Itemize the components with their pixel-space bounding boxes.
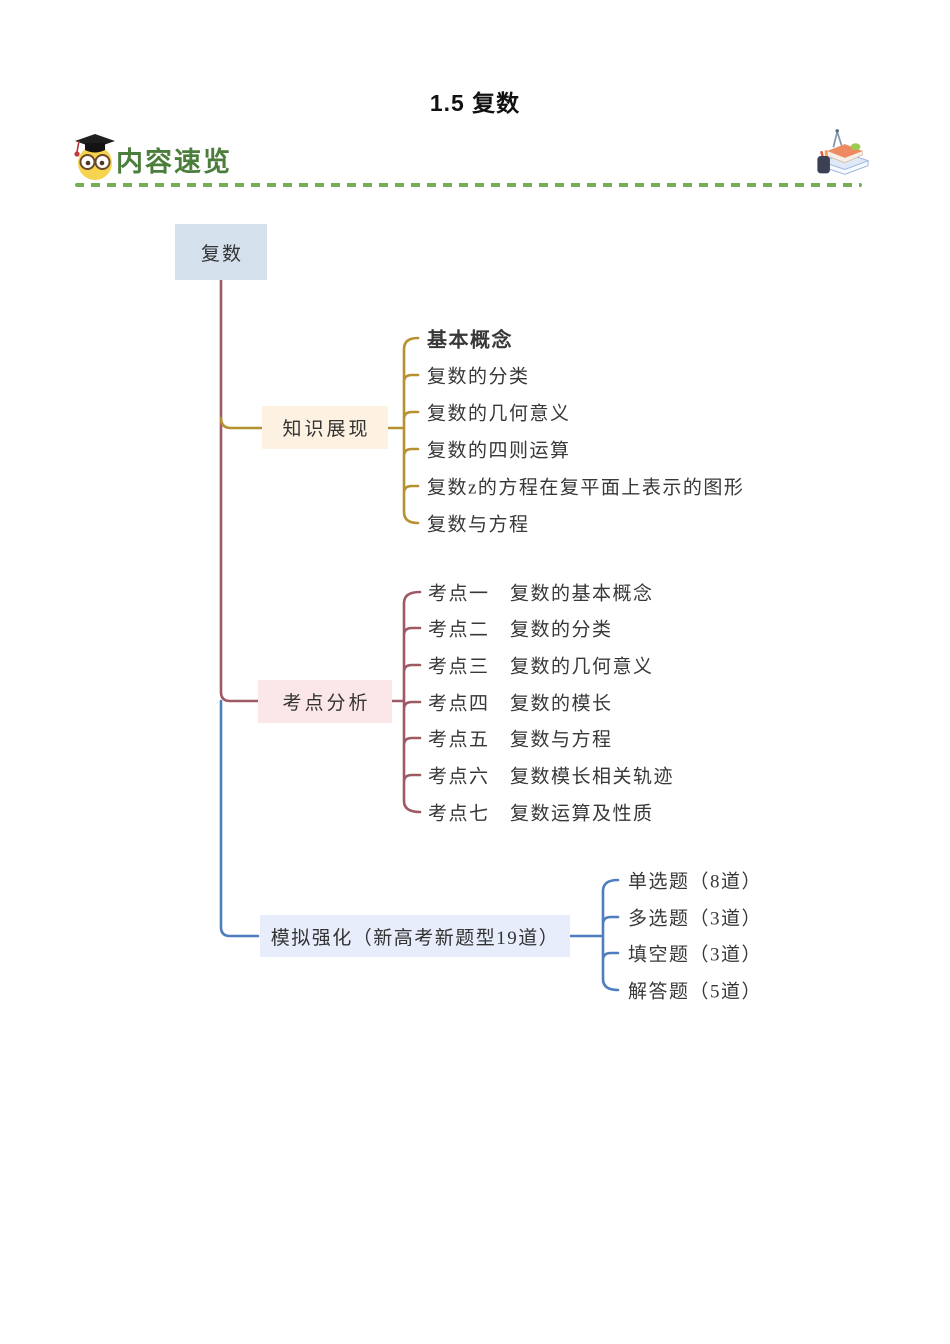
mindmap-leaf: 考点四 复数的模长 [428, 693, 613, 715]
owl-graduate-icon [74, 134, 115, 180]
mindmap-leaf: 填空题（3道） [628, 944, 763, 966]
dashed-divider [75, 183, 862, 187]
mindmap-leaf: 考点三 复数的几何意义 [428, 656, 654, 678]
mindmap-leaf: 复数的几何意义 [427, 403, 571, 425]
page-title: 1.5 复数 [429, 90, 521, 116]
mindmap-leaf: 基本概念 [427, 329, 513, 352]
mindmap-leaf: 复数z的方程在复平面上表示的图形 [427, 477, 745, 499]
mindmap-leaf: 解答题（5道） [628, 981, 763, 1003]
mindmap-leaf: 单选题（8道） [628, 871, 763, 893]
root-node: 复数 [175, 224, 267, 280]
mindmap-leaf: 复数与方程 [427, 514, 530, 536]
branch-node-exam-points: 考点分析 [258, 680, 392, 723]
branch-node-knowledge: 知识展现 [262, 406, 388, 449]
section-title: 内容速览 [116, 147, 232, 177]
mindmap-leaf: 复数的四则运算 [427, 440, 571, 462]
mindmap-leaf: 考点六 复数模长相关轨迹 [428, 766, 675, 788]
mindmap-leaf: 多选题（3道） [628, 908, 763, 930]
mindmap-leaf: 考点二 复数的分类 [428, 619, 613, 641]
mindmap-leaf: 考点五 复数与方程 [428, 729, 613, 751]
mindmap-leaf: 复数的分类 [427, 366, 530, 388]
mindmap-leaf: 考点一 复数的基本概念 [428, 583, 654, 605]
mindmap-leaf: 考点七 复数运算及性质 [428, 803, 654, 825]
books-stationery-icon [817, 129, 870, 175]
branch-node-practice: 模拟强化（新高考新题型19道） [260, 915, 570, 957]
